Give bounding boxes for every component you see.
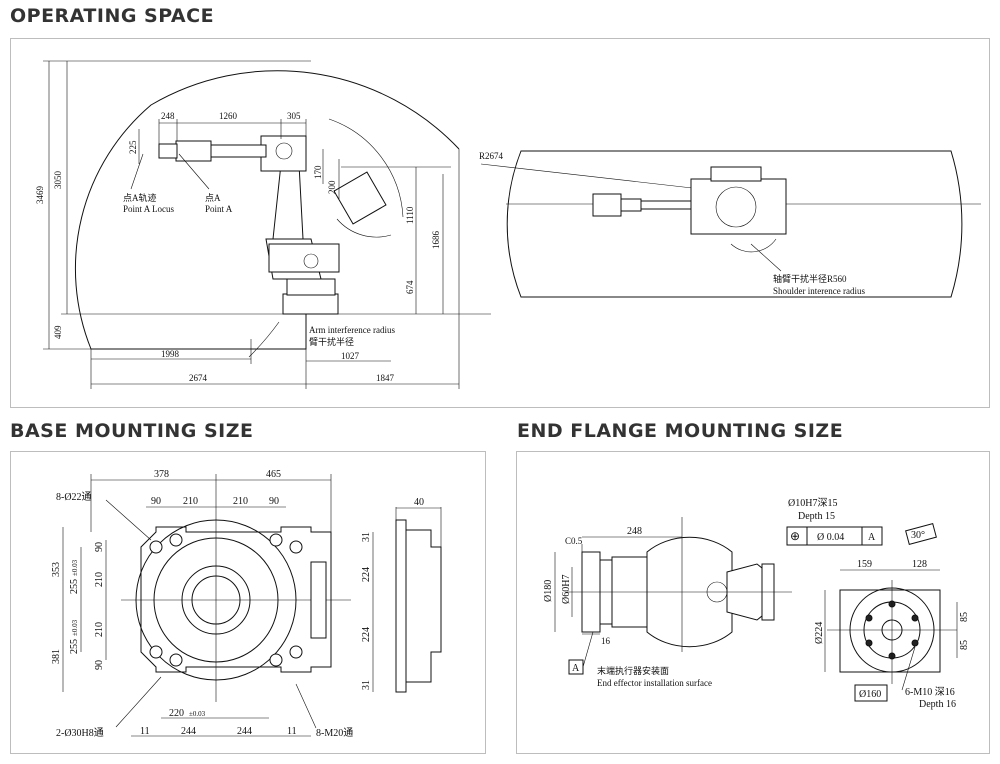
tol-datum: A [868,532,876,543]
arm-radius-cn: 臂干扰半径 [309,336,354,347]
dim-220: 220 [169,708,184,719]
dim-244-b: 244 [237,726,252,737]
base-mounting-drawing: 40 378 465 90 210 210 90 8-Ø22通 353 381 … [51,469,442,739]
label-depth-15: Depth 15 [798,511,835,522]
dim-255-b-tol: ±0.03 [71,619,79,636]
dim-v210-a: 210 [94,572,105,587]
dim-1998: 1998 [161,349,180,359]
dim-248: 248 [161,111,175,121]
robot-side-view [158,135,387,315]
dim-c05: C0.5 [565,536,583,546]
operating-space-panel: 3469 3050 409 248 1260 305 225 170 200 1… [10,38,990,408]
dim-3469: 3469 [35,186,45,205]
work-envelope-outline [74,70,460,350]
point-a-locus-en: Point A Locus [123,204,175,214]
dim-255-a-tol: ±0.03 [71,559,79,576]
dim-11-a: 11 [140,726,150,737]
point-a-en: Point A [205,204,233,214]
heading-end-flange-mounting-size: END FLANGE MOUNTING SIZE [517,420,844,442]
tol-symbol: ⊕ [790,529,800,543]
label-hole-spec: Ø10H7深15 [788,497,837,509]
dim-16: 16 [601,636,611,646]
dim-90-b: 90 [269,496,279,507]
dim-381: 381 [51,649,62,664]
dim-255-b: 255 [69,639,80,654]
dim-378: 378 [154,469,169,480]
dim-255-a: 255 [69,579,80,594]
label-m20: 8-M20通 [316,727,353,739]
base-side-view: 40 [395,497,442,693]
dim-v90-b: 90 [94,660,105,670]
label-m10: 6-M10 深16 [905,686,955,698]
end-flange-panel: C0.5 248 Ø180 Ø60H7 16 A 末端执行器安装面 End ef… [516,451,990,754]
dim-465: 465 [266,469,281,480]
heading-operating-space: OPERATING SPACE [10,5,215,27]
label-holes-top: 8-Ø22通 [56,491,92,503]
dim-244-a: 244 [181,726,196,737]
dim-phi224: Ø224 [814,622,825,644]
base-mounting-panel: 40 378 465 90 210 210 90 8-Ø22通 353 381 … [10,451,486,754]
dim-220-tol: ±0.03 [189,710,206,718]
dim-v210-b: 210 [94,622,105,637]
dim-31-b: 31 [361,680,372,690]
flange-side-view [567,517,792,652]
label-depth-16: Depth 16 [919,699,956,710]
dim-flange-248: 248 [627,526,642,537]
label-surface-en: End effector installation surface [597,678,712,688]
dim-210-b: 210 [233,496,248,507]
point-a-cn: 点A [205,193,221,203]
dim-85-a: 85 [959,612,970,622]
dim-1686: 1686 [431,231,441,250]
dim-1260: 1260 [219,111,238,121]
label-r2674: R2674 [479,151,504,161]
dim-225: 225 [128,140,138,154]
dim-170: 170 [313,165,323,179]
dim-409: 409 [53,325,63,339]
point-a-locus-cn: 点A轨迹 [123,192,157,203]
dim-159: 159 [857,559,872,570]
dim-85-b: 85 [959,640,970,650]
dim-1027: 1027 [341,351,360,361]
dim-353: 353 [51,562,62,577]
dim-phi160: Ø160 [859,689,881,700]
dim-31-a: 31 [361,532,372,542]
dim-224-b: 224 [361,627,372,642]
dim-210-a: 210 [183,496,198,507]
operating-space-drawing: 3469 3050 409 248 1260 305 225 170 200 1… [35,60,981,389]
dim-128: 128 [912,559,927,570]
dim-11-b: 11 [287,726,297,737]
dim-2674: 2674 [189,373,208,383]
dim-30deg: 30° [911,530,925,541]
tol-value: Ø 0.04 [817,532,844,543]
heading-base-mounting-size: BASE MOUNTING SIZE [10,420,254,442]
dim-1847: 1847 [376,373,395,383]
end-flange-drawing: C0.5 248 Ø180 Ø60H7 16 A 末端执行器安装面 End ef… [543,497,970,710]
arm-radius-en: Arm interference radius [309,325,395,335]
shoulder-cn: 轴臂干扰半径R560 [773,273,847,284]
label-pin-holes: 2-Ø30H8通 [56,727,104,739]
shoulder-en: Shoulder interence radius [773,286,865,296]
dim-90-a: 90 [151,496,161,507]
top-view-envelope [506,150,963,298]
label-surface-cn: 末端执行器安装面 [597,665,669,676]
dim-224-a: 224 [361,567,372,582]
dim-phi180: Ø180 [543,580,554,602]
dim-200: 200 [327,180,337,194]
dim-3050: 3050 [53,171,63,190]
dim-phi60h7: Ø60H7 [561,575,572,604]
datum-a: A [572,663,580,674]
flange-front-view [827,580,957,684]
top-view: R2674 轴臂干扰半径R560 Shoulder interence radi… [479,150,981,298]
dim-40: 40 [414,497,424,508]
dim-1110: 1110 [405,206,415,224]
dim-674: 674 [405,280,415,294]
dim-305: 305 [287,111,301,121]
base-plan-view [121,507,351,702]
dim-v90-a: 90 [94,542,105,552]
